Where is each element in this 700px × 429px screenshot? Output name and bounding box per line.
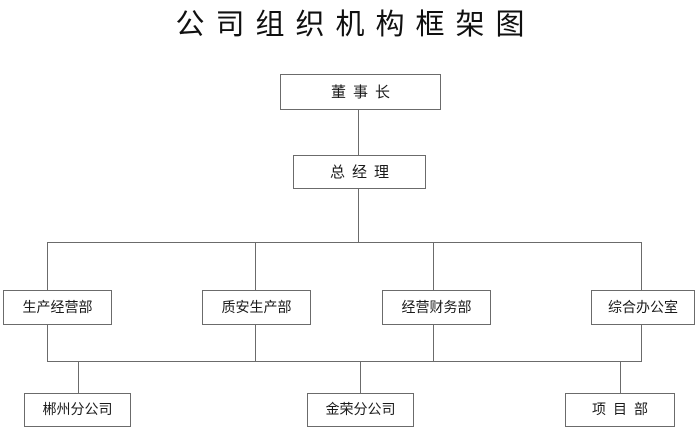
org-node-chenzhou-branch[interactable]: 郴州分公司 bbox=[24, 393, 131, 427]
connector-chairman-to-general-manager bbox=[358, 110, 359, 156]
org-node-chenzhou-branch-label: 郴州分公司 bbox=[42, 402, 113, 418]
org-node-quality-safety-production-label: 质安生产部 bbox=[221, 299, 292, 316]
department-bus-horizontal bbox=[47, 242, 642, 243]
connector-to-chenzhou-branch bbox=[78, 361, 79, 393]
org-node-general-office-label: 综合办公室 bbox=[608, 299, 678, 316]
org-node-operations-finance-label: 经营财务部 bbox=[401, 299, 472, 316]
org-node-general-manager[interactable]: 总经理 bbox=[293, 155, 426, 189]
org-node-general-office[interactable]: 综合办公室 bbox=[591, 290, 695, 325]
org-node-project-department-label: 项目部 bbox=[592, 402, 655, 418]
org-node-general-manager-label: 总经理 bbox=[329, 162, 396, 181]
org-node-project-department[interactable]: 项目部 bbox=[565, 393, 675, 427]
connector-to-project-department bbox=[620, 361, 621, 393]
org-node-chairman-label: 董事长 bbox=[330, 82, 397, 101]
org-node-chairman[interactable]: 董事长 bbox=[280, 74, 441, 110]
org-node-quality-safety-production[interactable]: 质安生产部 bbox=[202, 290, 311, 325]
org-node-jinrong-branch-label: 金荣分公司 bbox=[325, 402, 396, 418]
org-node-jinrong-branch[interactable]: 金荣分公司 bbox=[307, 393, 414, 427]
org-node-production-operations-label: 生产经营部 bbox=[22, 299, 93, 316]
org-node-operations-finance[interactable]: 经营财务部 bbox=[382, 290, 491, 325]
connector-general-manager-to-bus bbox=[358, 188, 359, 243]
page-title: 公司组织机构框架图 bbox=[175, 7, 536, 41]
connector-to-jinrong-branch bbox=[360, 361, 361, 393]
org-node-production-operations[interactable]: 生产经营部 bbox=[3, 290, 112, 325]
branch-bus-horizontal bbox=[47, 361, 642, 362]
